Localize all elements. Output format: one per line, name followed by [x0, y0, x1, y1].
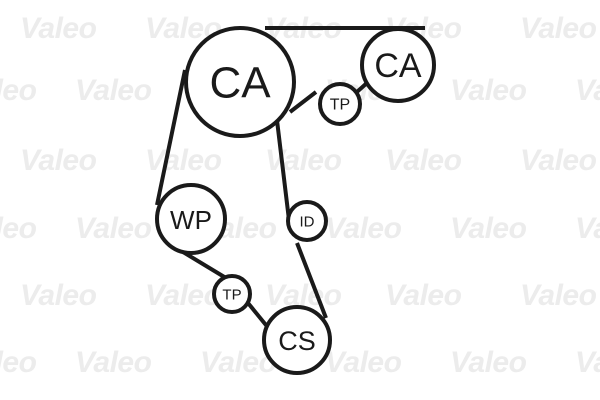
- pulley-layer: CA CA TP WP ID TP CS: [155, 26, 436, 375]
- watermark-text: Valeo: [145, 279, 222, 312]
- belt-layer: [155, 26, 425, 332]
- watermark-text: Valeo: [145, 144, 222, 177]
- watermark-text: Valeo: [450, 74, 527, 107]
- watermark-text: Valeo: [0, 212, 37, 245]
- watermark-text: Valeo: [0, 74, 37, 107]
- watermark-text: Valeo: [265, 144, 342, 177]
- watermark-text: Valeo: [20, 12, 97, 45]
- watermark-text: Valeo: [75, 212, 152, 245]
- watermark-text: Valeo: [575, 346, 600, 379]
- pulley-id: ID: [286, 200, 328, 242]
- pulley-ca1: CA: [184, 26, 296, 138]
- pulley-ca2: CA: [360, 27, 436, 103]
- watermark-text: Valeo: [75, 74, 152, 107]
- pulley-wp-label: WP: [170, 205, 212, 235]
- watermark-text: Valeo: [450, 346, 527, 379]
- timing-belt: [155, 26, 425, 332]
- watermark-text: Valeo: [520, 12, 597, 45]
- pulley-tp1: TP: [318, 82, 362, 126]
- pulley-ca2-circle: [360, 27, 436, 103]
- pulley-ca2-label: CA: [374, 47, 422, 85]
- watermark-text: Valeo: [385, 144, 462, 177]
- pulley-id-label: ID: [300, 214, 315, 231]
- watermark-text: Valeo: [20, 279, 97, 312]
- watermark-text: Valeo: [450, 212, 527, 245]
- pulley-tp1-label: TP: [330, 97, 350, 114]
- pulley-id-circle: [286, 200, 328, 242]
- watermark-text: Valeo: [575, 74, 600, 107]
- pulley-cs-circle: [262, 305, 332, 375]
- watermark-text: Valeo: [75, 346, 152, 379]
- pulley-tp2-circle: [212, 274, 252, 314]
- watermark-text: Valeo: [0, 346, 37, 379]
- watermark-text: Valeo: [520, 279, 597, 312]
- watermark-text: Valeo: [520, 144, 597, 177]
- pulley-tp1-circle: [318, 82, 362, 126]
- pulley-ca1-circle: [184, 26, 296, 138]
- pulley-cs: CS: [262, 305, 332, 375]
- watermark-text: Valeo: [325, 212, 402, 245]
- pulley-ca1-label: CA: [209, 59, 271, 108]
- pulley-wp-circle: [155, 183, 227, 255]
- watermark-text: Valeo: [325, 346, 402, 379]
- watermark-text: Valeo: [575, 212, 600, 245]
- watermark-text: Valeo: [20, 144, 97, 177]
- pulley-tp2-label: TP: [222, 287, 241, 304]
- pulley-tp2: TP: [212, 274, 252, 314]
- pulley-cs-label: CS: [278, 326, 316, 356]
- watermark-text: Valeo: [385, 279, 462, 312]
- pulley-wp: WP: [155, 183, 227, 255]
